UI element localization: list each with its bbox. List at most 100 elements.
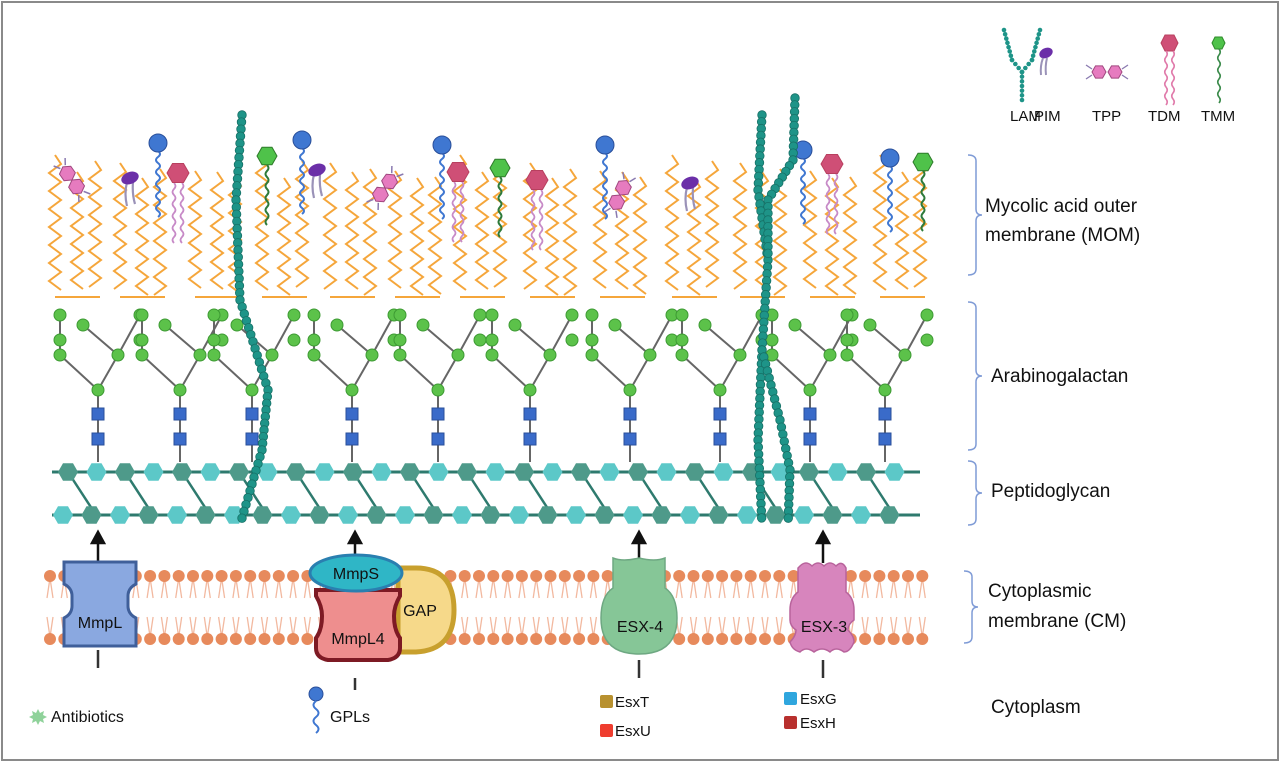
lipid-head-lower: [558, 633, 571, 645]
mycolic-chain: [87, 160, 103, 288]
peptidoglycan-sugar: [680, 506, 700, 524]
lipid-head-lower: [916, 633, 929, 645]
mycolic-acid-pair: [322, 162, 378, 298]
tdm-molecule: [525, 170, 549, 251]
gap-label: GAP: [403, 603, 437, 620]
cm-bracket: [963, 570, 979, 644]
gpl-molecule: [595, 135, 615, 220]
lipid-head-upper: [473, 570, 485, 582]
ag-bond: [884, 354, 906, 391]
mmpl-transporter: MmpL: [62, 560, 138, 648]
arabinose-residue: [207, 333, 221, 347]
ag-bond: [794, 324, 831, 356]
ag-bond: [336, 324, 373, 356]
arabinose-residue: [840, 348, 854, 362]
ag-bond: [82, 324, 119, 356]
arabinose-residue: [287, 333, 301, 347]
arabinose-residue: [920, 308, 934, 322]
ag-bond: [59, 354, 99, 391]
tmm-tail: [497, 176, 503, 238]
peptidoglycan-sugar: [58, 463, 78, 481]
lipid-head-lower: [673, 633, 686, 645]
lipid-head-lower: [573, 633, 586, 645]
lipid-head-lower: [258, 633, 271, 645]
ag-bond: [529, 354, 551, 391]
esxU-swatch: [600, 724, 613, 737]
lipid-head-lower: [458, 633, 471, 645]
arabinose-residue: [111, 348, 125, 362]
lipid-head-lower: [172, 633, 185, 645]
pim-molecule: [121, 171, 139, 207]
tpp-molecule: [603, 171, 637, 219]
mycolic-chain: [592, 170, 608, 289]
lam-chain: [231, 110, 273, 523]
tpp-tail: [53, 157, 91, 203]
arabinose-residue: [840, 333, 854, 347]
lam-icon-bead: [1019, 93, 1025, 98]
lam-icon-bead: [1033, 44, 1038, 50]
arabinose-residue: [307, 308, 321, 322]
mycolic-acid-pair: [872, 154, 928, 298]
ag-label: Arabinogalactan: [991, 366, 1128, 387]
arabinose-residue: [565, 333, 579, 347]
peptidoglycan-sugar: [286, 463, 306, 481]
esxH-swatch: [784, 716, 797, 729]
ag-bond: [437, 354, 459, 391]
esxG-legend: EsxG: [784, 691, 837, 708]
lipid-head-lower: [287, 633, 300, 645]
linker-sugar: [878, 407, 892, 421]
lam-icon-bead: [1003, 36, 1009, 41]
arabinose-residue: [135, 308, 149, 322]
gpls-label: GPLs: [330, 709, 370, 726]
lipid-head-lower: [215, 633, 228, 645]
arabinose-residue: [713, 383, 727, 397]
esxH-legend: EsxH: [784, 715, 836, 732]
esxT-swatch: [600, 695, 613, 708]
peptidoglycan-sugar: [195, 506, 216, 524]
tdm-tail: [451, 181, 457, 243]
esxU-legend: EsxU: [600, 723, 651, 740]
tpp-ring: [614, 179, 632, 196]
mycolic-chain: [562, 168, 578, 296]
arabinose-residue: [193, 348, 207, 362]
peptidoglycan-sugar: [314, 463, 335, 481]
esx3-shape: [789, 562, 855, 653]
lipid-head-lower: [887, 633, 900, 645]
legend-tmm: TMM: [1201, 36, 1235, 125]
lipid-head-upper: [544, 570, 557, 582]
arabinose-residue: [330, 318, 344, 332]
linker-sugar: [245, 432, 259, 446]
bottom-legend: Antibiotics GPLs EsxT EsxU EsxG EsxH: [29, 686, 837, 740]
tmm-molecule: [256, 146, 278, 226]
ag-bond: [371, 314, 395, 356]
tdm-head: [446, 162, 470, 182]
lipid-head-upper: [201, 570, 214, 582]
linker-sugar: [713, 432, 727, 446]
peptidoglycan-sugar: [423, 506, 444, 524]
cm-label-line1: Cytoplasmic: [988, 581, 1091, 602]
peptidoglycan-sugar: [594, 506, 615, 524]
pg-bracket: [967, 460, 983, 526]
mycolic-chain: [704, 160, 720, 288]
mmpl-label: MmpL: [78, 615, 123, 632]
legend-lam: LAM: [1001, 27, 1043, 125]
mycolic-acid-pair: [112, 162, 168, 298]
lipid-head-upper: [558, 570, 571, 582]
tdm-head: [166, 163, 190, 183]
peptidoglycan-sugar: [537, 506, 558, 524]
lam-icon-bead: [1036, 31, 1042, 37]
lam-icon-bead: [1023, 65, 1028, 71]
peptidoglycan-layer: [52, 463, 920, 524]
ag-bond: [491, 354, 531, 391]
linker-sugar: [431, 432, 445, 446]
legend-tmm-label: TMM: [1201, 108, 1235, 125]
lam-chain-branch: [763, 93, 800, 259]
mycolic-chain: [409, 177, 425, 296]
mycolic-chain: [474, 171, 490, 290]
gpl-molecule: [432, 135, 452, 220]
lipid-head-lower: [587, 633, 600, 645]
peptidoglycan-sugar: [257, 463, 278, 481]
peptidoglycan-sugar: [86, 463, 107, 481]
mycolic-chain: [732, 162, 748, 290]
ag-bond: [869, 324, 906, 356]
